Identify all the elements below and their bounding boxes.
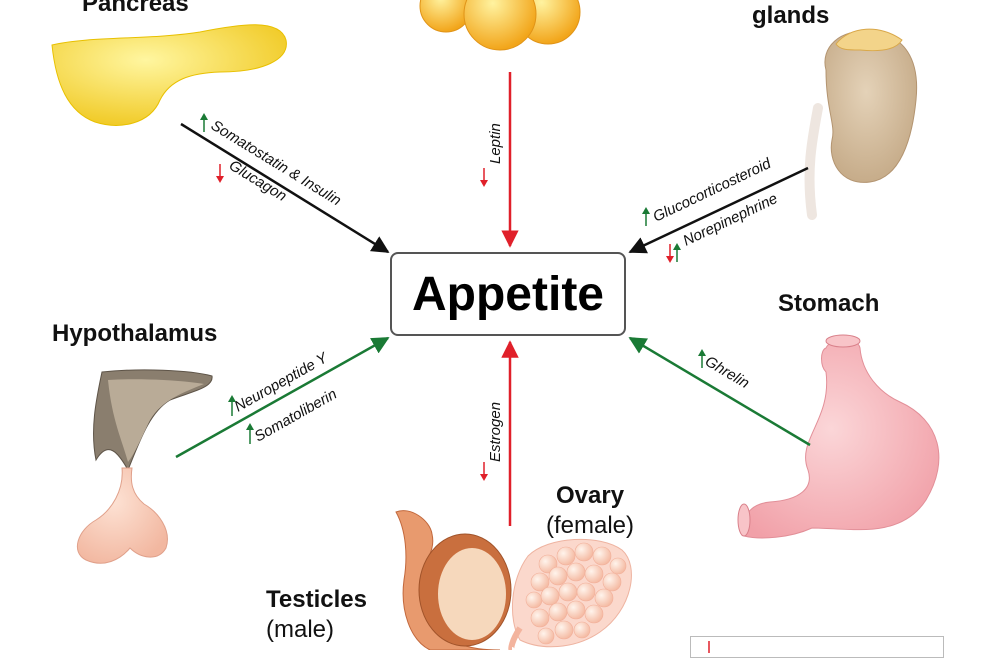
adrenal-glands-label: glands [752,2,830,29]
indicator-leptin-down [480,168,488,187]
fat-tissue-illustration [419,0,581,51]
arrow-pancreas [180,122,390,254]
ovary-sub-label: (female) [546,512,635,539]
indicator-somatoliberin-up [246,423,254,444]
stomach-label: Stomach [778,290,880,317]
testicles-label: Testicles [266,586,367,613]
hypothalamus-illustration [76,369,213,564]
indicator-norepinephrine-updown [666,243,681,263]
appetite-box: Appetite [390,252,626,336]
indicator-estrogen-down [480,462,488,481]
legend-box [690,636,944,658]
indicator-neuropeptide-up [228,395,236,416]
appetite-title: Appetite [412,267,604,321]
pancreas-label: Pancreas [82,0,189,17]
hypothalamus-label: Hypothalamus [52,320,218,347]
arrow-hypothalamus [175,336,390,459]
hormone-leptin: Leptin [487,123,504,164]
arrow-adrenal [628,166,809,254]
arrow-stomach [628,336,811,447]
indicator-ghrelin-up [698,349,706,368]
stomach-illustration [737,334,940,539]
ovary-label: Ovary [556,482,625,509]
indicator-somatostatin-up [200,113,208,132]
ovary-illustration [508,538,632,650]
indicator-glucagon-down [216,164,224,183]
hormone-estrogen: Estrogen [487,402,504,462]
pancreas-illustration [51,24,287,126]
adrenal-kidney-illustration [804,28,918,220]
indicator-glucocorticosteroid-up [642,207,650,226]
testicles-illustration [395,510,512,650]
legend-arrow-icon [708,641,710,653]
testicles-sub-label: (male) [266,616,335,643]
